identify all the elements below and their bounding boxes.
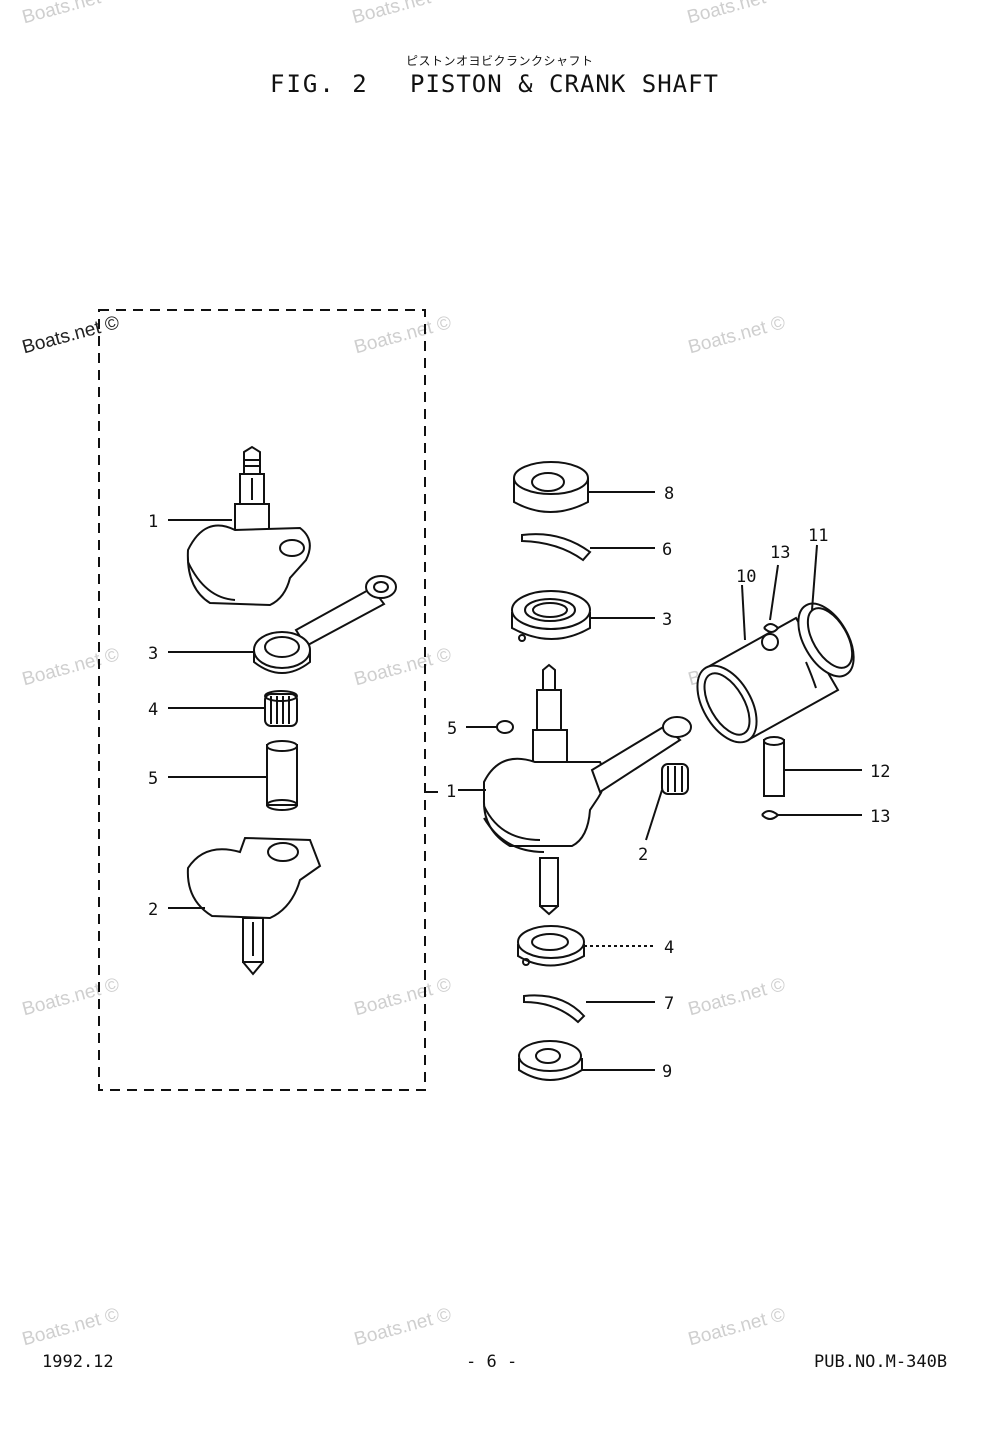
piston-rings xyxy=(797,602,855,689)
callout-right: 13 xyxy=(870,807,890,827)
ball-bearing-upper xyxy=(511,590,591,642)
needle-bearing xyxy=(264,690,298,727)
crank-upper-half xyxy=(186,445,311,607)
oil-seal-lower xyxy=(518,1040,583,1081)
callout-right: 4 xyxy=(664,938,674,958)
callout-left: 2 xyxy=(148,900,158,920)
callout-left: 5 xyxy=(148,769,158,789)
callout-right: 6 xyxy=(662,540,672,560)
page-number: - 6 - xyxy=(466,1352,518,1372)
crankshaft-assembly xyxy=(482,663,692,916)
callout-right: 5 xyxy=(447,719,457,739)
callout-right: 2 xyxy=(638,845,648,865)
piston-pin-clip-lower xyxy=(761,810,780,820)
callout-left: 1 xyxy=(148,512,158,532)
callout-left: 4 xyxy=(148,700,158,720)
callout-right: 1 xyxy=(446,782,456,802)
circlip-lower xyxy=(523,994,586,1024)
callout-left: 3 xyxy=(148,644,158,664)
callout-right: 13 xyxy=(770,543,790,563)
callout-right: 3 xyxy=(662,610,672,630)
ball-bearing-lower xyxy=(517,925,585,967)
publication-number: PUB.NO.M-340B xyxy=(814,1352,948,1372)
crank-pin xyxy=(266,740,298,811)
figure-number: FIG. 2 xyxy=(270,70,369,98)
callout-right: 10 xyxy=(736,567,756,587)
publication-date: 1992.12 xyxy=(42,1352,114,1372)
figure-title: PISTON & CRANK SHAFT xyxy=(410,70,719,98)
assembly-outline xyxy=(98,309,426,1091)
piston-pin-clip-upper xyxy=(763,623,780,633)
piston-pin xyxy=(763,736,785,797)
subtitle-japanese: ピストンオヨビクランクシャフト xyxy=(406,54,594,68)
crank-lower-half xyxy=(186,836,322,976)
callout-right: 12 xyxy=(870,762,890,782)
small-needle-bearing xyxy=(661,763,689,795)
oil-seal xyxy=(513,461,589,513)
callout-right: 11 xyxy=(808,526,828,546)
callout-right: 8 xyxy=(664,484,674,504)
callout-right: 9 xyxy=(662,1062,672,1082)
callout-right: 7 xyxy=(664,994,674,1014)
dowel-pin xyxy=(496,720,514,734)
connecting-rod xyxy=(253,575,397,674)
circlip-upper xyxy=(521,533,592,562)
